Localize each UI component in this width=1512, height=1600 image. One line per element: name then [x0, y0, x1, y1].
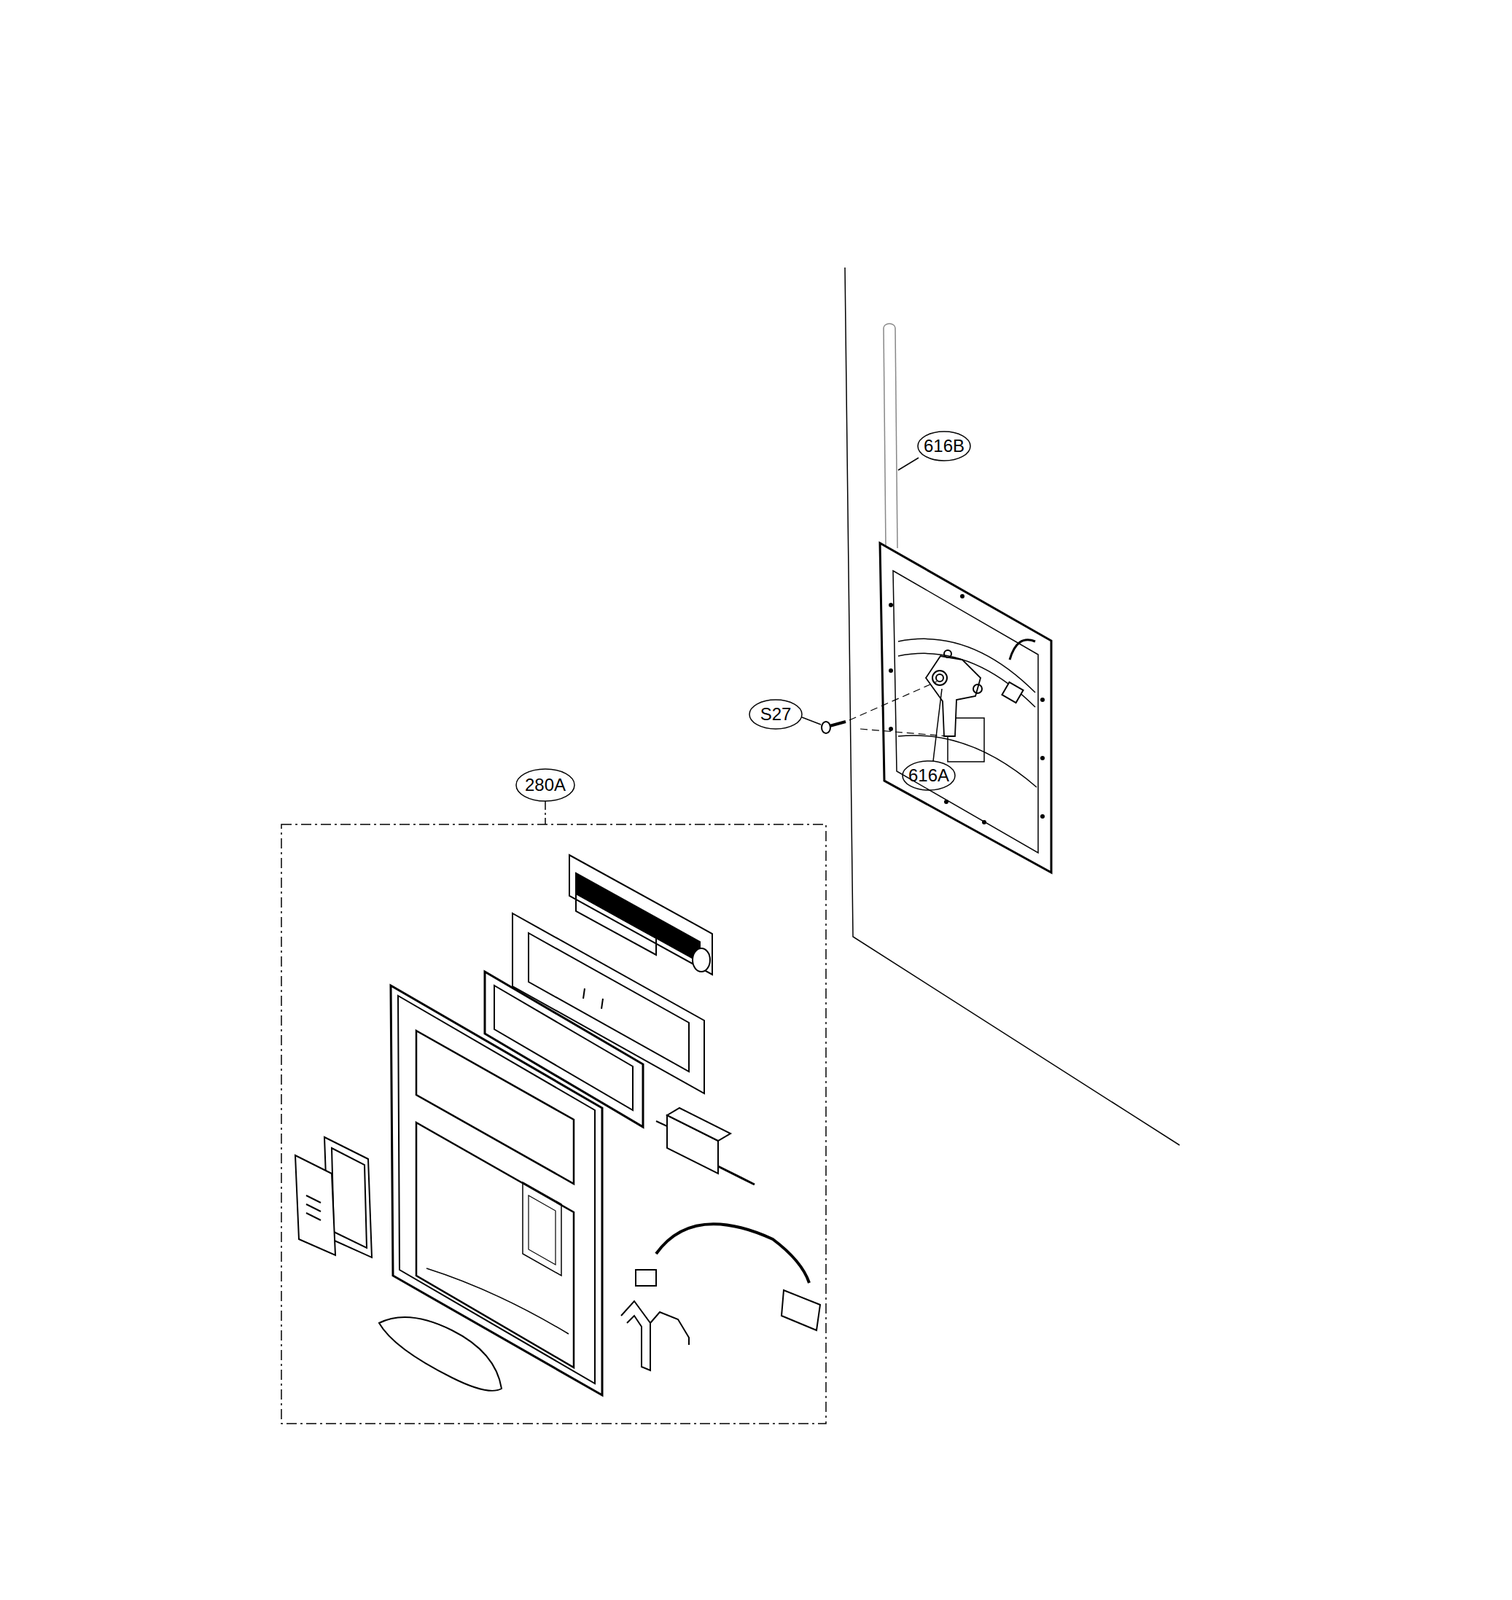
wire-harness [635, 1224, 821, 1331]
water-tube [883, 323, 898, 549]
callout-ovals [516, 431, 971, 825]
kit-boundary [281, 824, 826, 1424]
spring-clip [621, 1301, 689, 1371]
screw [821, 721, 846, 734]
door-outline [844, 267, 1180, 1146]
assembly-line [849, 681, 937, 721]
callout-number: S27 [760, 705, 792, 724]
callout-number: 616A [908, 766, 950, 785]
side-button [295, 1137, 372, 1258]
micro-switch [656, 1108, 755, 1185]
callout-number: 616B [923, 437, 965, 455]
dispenser-lever [379, 1317, 502, 1391]
callout-number: 280A [524, 776, 566, 794]
dispenser-housing [879, 543, 1052, 873]
assembly-line [860, 729, 948, 737]
